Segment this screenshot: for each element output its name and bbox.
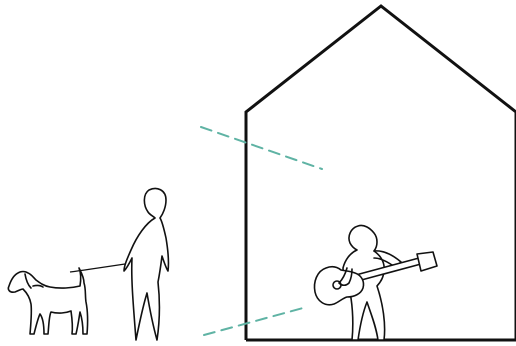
- guitar-player-strumming-arm: [338, 267, 353, 287]
- sound-paths: [200, 126, 323, 336]
- person-walking-icon: [123, 187, 170, 341]
- dog-ear: [24, 273, 32, 289]
- house-outline: [244, 4, 516, 342]
- leash: [69, 263, 126, 273]
- house-roof-and-right-wall: [244, 4, 516, 340]
- dog-icon: [7, 267, 89, 335]
- dog-collar: [32, 284, 44, 288]
- sound-path-upper: [200, 126, 323, 170]
- guitar-player-icon: [313, 224, 438, 341]
- guitar-icon: [313, 251, 438, 306]
- sound-path-lower: [203, 307, 304, 336]
- guitar-headstock: [416, 251, 438, 272]
